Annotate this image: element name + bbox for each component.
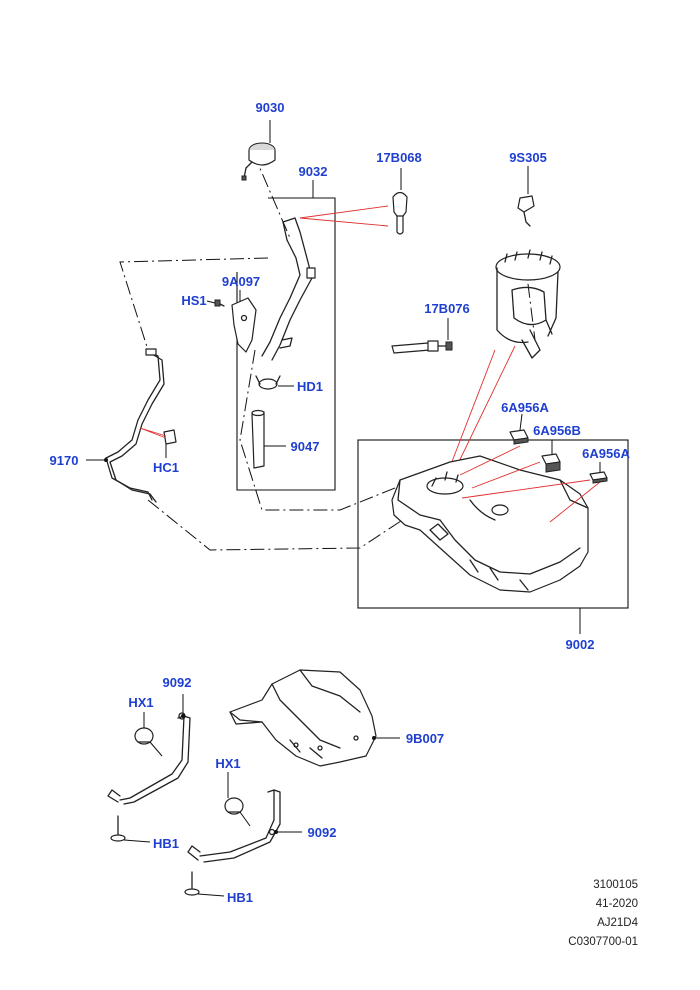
filler-bracket-part[interactable] bbox=[214, 297, 257, 353]
filler-neck-part[interactable] bbox=[261, 217, 316, 361]
red-leader-pump bbox=[447, 345, 516, 477]
callout-6A956A-2[interactable]: 6A956A bbox=[582, 446, 630, 461]
strap-bushing-lower-part[interactable] bbox=[224, 797, 244, 815]
reference-block: 3100105 41-2020 AJ21D4 C0307700-01 bbox=[568, 876, 638, 952]
strap-bolt-upper-part[interactable] bbox=[110, 815, 126, 842]
breather-pipe-part[interactable] bbox=[105, 348, 165, 503]
callout-9032[interactable]: 9032 bbox=[299, 164, 328, 179]
callout-HB1-1[interactable]: HB1 bbox=[153, 836, 179, 851]
reference-line-1: 3100105 bbox=[593, 879, 638, 891]
callout-9092-1[interactable]: 9092 bbox=[163, 675, 192, 690]
tank-strap-lower-part[interactable] bbox=[187, 789, 281, 863]
strap-bolt-lower-part[interactable] bbox=[184, 871, 200, 896]
leader-HS1 bbox=[206, 300, 216, 304]
hose-clamp-part[interactable] bbox=[255, 375, 281, 390]
leader-dot-9092-1 bbox=[181, 714, 185, 718]
reference-line-2: 41-2020 bbox=[595, 898, 638, 910]
leader-HB1-2 bbox=[197, 893, 225, 897]
fuel-tank-part[interactable] bbox=[391, 455, 589, 593]
heat-shield-part[interactable] bbox=[229, 669, 377, 767]
leader-HX1-2 bbox=[227, 772, 251, 827]
callout-9A097[interactable]: 9A097 bbox=[222, 274, 260, 289]
callout-HB1-2[interactable]: HB1 bbox=[227, 890, 253, 905]
callout-9002[interactable]: 9002 bbox=[566, 637, 595, 652]
callout-9B007[interactable]: 9B007 bbox=[406, 731, 444, 746]
filler-hose-part[interactable] bbox=[251, 409, 265, 469]
callout-9S305[interactable]: 9S305 bbox=[509, 150, 547, 165]
callout-9170[interactable]: 9170 bbox=[50, 453, 79, 468]
red-leader-tank-pads bbox=[459, 445, 601, 523]
callout-HC1[interactable]: HC1 bbox=[153, 460, 179, 475]
callout-9030[interactable]: 9030 bbox=[256, 100, 285, 115]
callout-9047[interactable]: 9047 bbox=[291, 439, 320, 454]
insulator-pad-b-part[interactable] bbox=[541, 453, 561, 473]
reference-line-3: AJ21D4 bbox=[597, 917, 638, 929]
leader-HB1-1 bbox=[123, 839, 151, 843]
callout-17B068[interactable]: 17B068 bbox=[376, 150, 422, 165]
callout-9092-2[interactable]: 9092 bbox=[308, 825, 337, 840]
filler-cap-part[interactable] bbox=[241, 142, 276, 181]
wiring-harness-part[interactable] bbox=[391, 340, 453, 354]
callout-17B076[interactable]: 17B076 bbox=[424, 301, 470, 316]
insulator-pad-a-part[interactable] bbox=[509, 429, 529, 445]
callout-6A956B[interactable]: 6A956B bbox=[533, 423, 581, 438]
strap-bushing-upper-part[interactable] bbox=[134, 727, 154, 745]
callout-6A956A-1[interactable]: 6A956A bbox=[501, 400, 549, 415]
tank-group-box bbox=[357, 439, 629, 609]
fuel-pump-module-part[interactable] bbox=[495, 249, 561, 359]
pipe-clip-part[interactable] bbox=[163, 429, 177, 445]
red-leader-17B068 bbox=[299, 205, 389, 227]
insulator-pad-c-part[interactable] bbox=[589, 471, 608, 484]
callout-HX1-2[interactable]: HX1 bbox=[215, 756, 240, 771]
callout-HS1[interactable]: HS1 bbox=[181, 293, 206, 308]
leader-HX1-1 bbox=[143, 712, 163, 757]
sender-connector-part[interactable] bbox=[517, 195, 535, 227]
leader-6A956A-1 bbox=[519, 413, 523, 431]
callout-HX1-1[interactable]: HX1 bbox=[128, 695, 153, 710]
nozzle-inhibitor-part[interactable] bbox=[392, 191, 408, 235]
reference-line-4: C0307700-01 bbox=[568, 936, 638, 948]
tank-strap-upper-part[interactable] bbox=[107, 712, 191, 805]
red-leader-HC1 bbox=[139, 427, 167, 439]
callout-HD1[interactable]: HD1 bbox=[297, 379, 323, 394]
